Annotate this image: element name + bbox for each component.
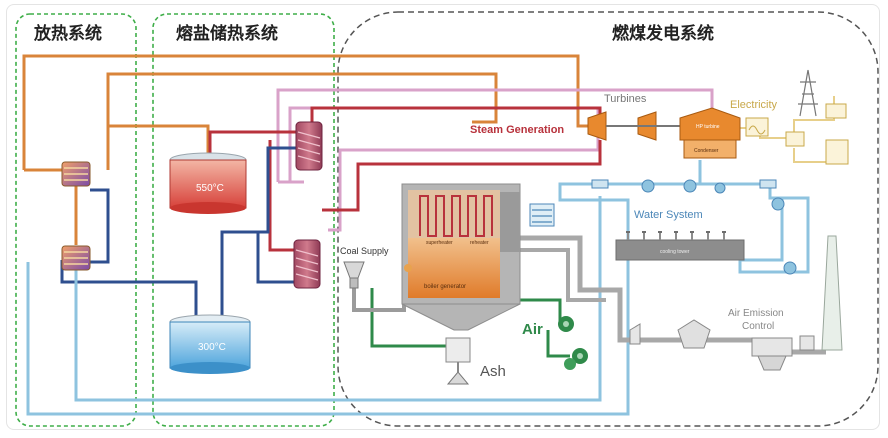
transformer-box-1	[745, 117, 769, 137]
turbines-label: Turbines	[604, 93, 647, 105]
cold-salt-tank	[169, 314, 251, 374]
pipe-red-steam	[322, 140, 602, 212]
air-fan-1	[558, 316, 574, 332]
electricity-label: Electricity	[730, 99, 778, 111]
pipe-pink-mid	[288, 106, 600, 232]
storage-heat-exchanger-top	[295, 121, 323, 171]
steam-generation-label: Steam Generation	[470, 124, 564, 136]
cooling-tower-label: cooling tower	[660, 249, 690, 255]
pipe-navy-hx-top	[90, 188, 110, 264]
pipe-navy-storage-2	[256, 232, 298, 284]
pipe-blue-bottom-loop	[26, 182, 810, 416]
coal-feed-indicator	[404, 264, 412, 272]
boiler-generator-label: boiler generator	[424, 284, 466, 290]
air-fan-3	[564, 358, 576, 370]
pipe-orange-outer	[22, 54, 588, 170]
zone-storage-outline	[152, 13, 335, 427]
air-label: Air	[522, 321, 543, 338]
condenser-label: Condenser	[694, 148, 719, 154]
superheater-label: superheater	[426, 240, 453, 246]
frame-border	[6, 4, 880, 430]
reheater-label: reheater	[470, 240, 489, 246]
zone-coal-power-outline	[337, 11, 879, 427]
boiler-tubes	[419, 195, 493, 237]
zone-discharge-outline	[15, 13, 137, 427]
pipe-green-air-3	[546, 330, 570, 358]
ash-label: Ash	[480, 363, 506, 380]
water-system-label: Water System	[634, 209, 703, 221]
zone-title-storage: 熔盐储热系统	[176, 23, 278, 44]
generator-condenser	[679, 107, 741, 159]
pipe-red-hot-tank	[208, 130, 298, 160]
hp-turbine-label: HP turbine	[696, 124, 720, 130]
pipe-orange-inner	[106, 72, 498, 170]
pipe-navy-hx	[60, 260, 198, 318]
transmission-tower	[798, 69, 818, 117]
pipe-green-air	[370, 288, 446, 348]
chimney-stack	[821, 235, 843, 351]
discharge-heat-exchanger-bottom	[61, 245, 91, 271]
coal-supply-hopper	[343, 261, 365, 289]
zone-title-discharge: 放热系统	[33, 23, 102, 44]
coal-supply-label: Coal Supply	[340, 246, 389, 256]
pipe-red-storage-loop	[268, 140, 294, 252]
air-emission-label-1: Air Emission	[728, 308, 784, 319]
storage-heat-exchanger-bottom	[293, 239, 321, 289]
economizer	[529, 203, 555, 227]
air-fan-2	[572, 348, 588, 364]
pipe-gray-coal	[352, 282, 406, 312]
turbine-hp	[587, 111, 607, 141]
ash-hopper	[445, 337, 471, 385]
discharge-heat-exchanger-top	[61, 161, 91, 187]
hot-tank-temperature: 550°C	[196, 183, 224, 194]
water-pumps	[591, 179, 797, 275]
pipe-navy-storage	[220, 146, 296, 318]
pipe-orange-tank	[106, 124, 210, 170]
emission-equipment	[629, 319, 815, 371]
zone-title-coal-power: 燃煤发电系统	[612, 23, 714, 44]
pipe-gray-flue-2	[520, 248, 606, 302]
air-emission-label-2: Control	[742, 321, 774, 332]
cooling-tower	[615, 231, 745, 261]
transformer-box-3	[825, 103, 849, 165]
hot-salt-tank	[169, 152, 247, 214]
transformer-box-2	[785, 131, 805, 147]
cold-tank-temperature: 300°C	[198, 342, 226, 353]
